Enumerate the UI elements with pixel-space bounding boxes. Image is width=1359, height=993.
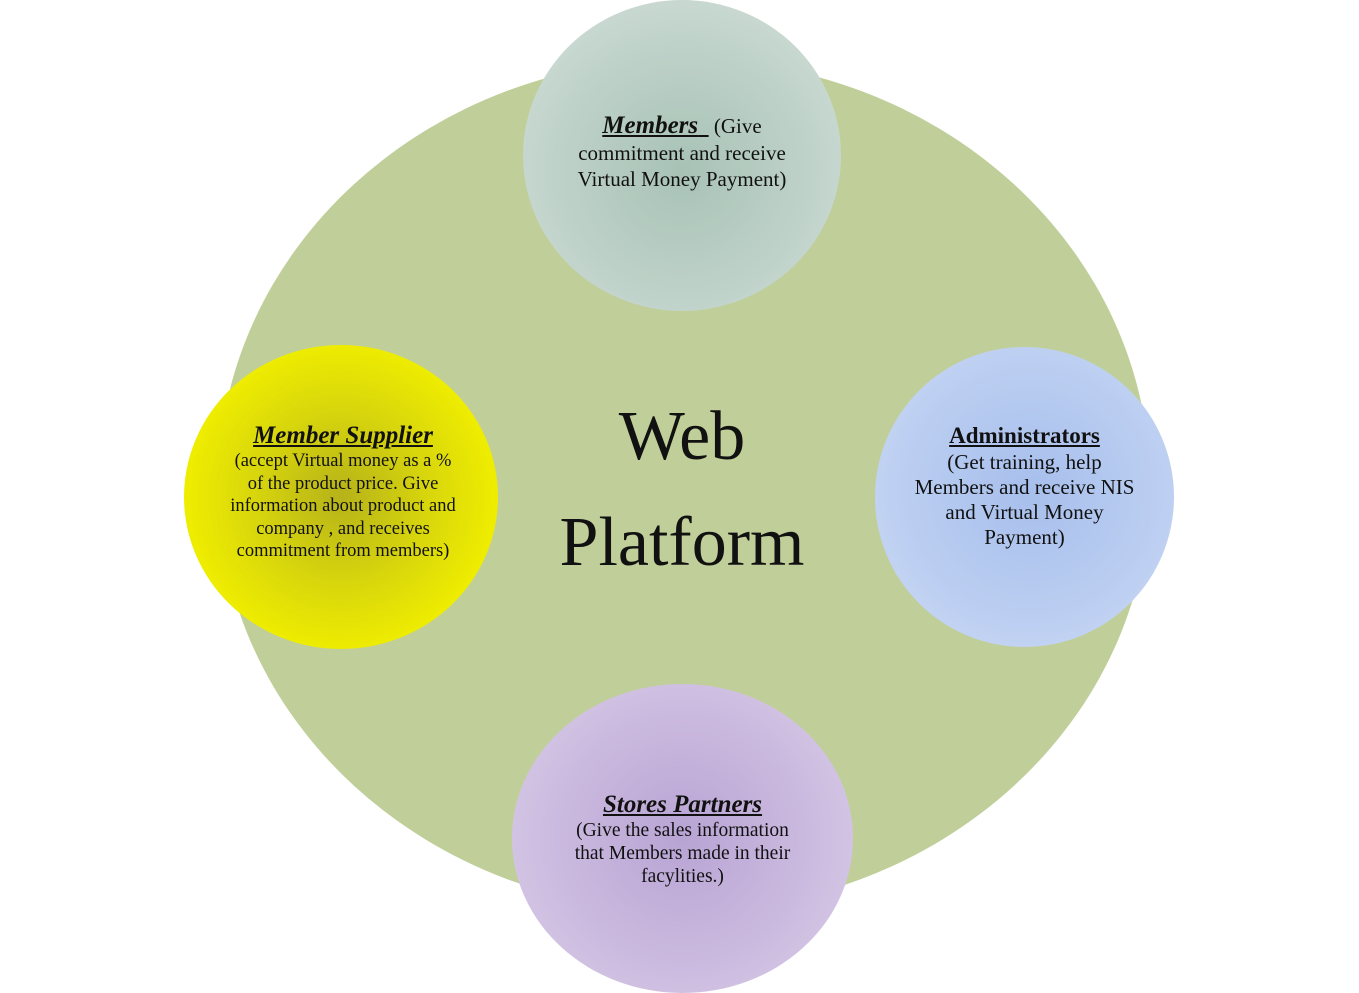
member-supplier-title: Member Supplier: [253, 422, 433, 450]
member-supplier-description: (accept Virtual money as a % of the prod…: [230, 451, 456, 562]
stores-partners-text: Stores Partners (Give the sales informat…: [570, 790, 795, 888]
stores-partners-title: Stores Partners: [602, 790, 763, 818]
stores-partners-node: Stores Partners (Give the sales informat…: [512, 684, 853, 993]
members-description: (Give commitment and receive Virtual Mon…: [577, 113, 787, 191]
web-platform-label-line2: Platform: [559, 504, 805, 581]
members-node: Members (Give commitment and receive Vir…: [523, 0, 841, 311]
web-platform-label-line1: Web: [618, 398, 746, 475]
members-text: Members (Give commitment and receive Vir…: [573, 112, 791, 192]
member-supplier-text: Member Supplier (accept Virtual money as…: [228, 421, 458, 563]
members-title: Members: [602, 111, 699, 139]
administrators-text: Administrators (Get training, help Membe…: [911, 421, 1138, 550]
web-platform-label: Web Platform: [492, 384, 872, 596]
member-supplier-node: Member Supplier (accept Virtual money as…: [184, 345, 498, 649]
administrators-description: (Get training, help Members and receive …: [914, 449, 1135, 549]
administrators-node: Administrators (Get training, help Membe…: [875, 347, 1174, 647]
administrators-title: Administrators: [949, 422, 1100, 448]
stores-partners-description: (Give the sales information that Members…: [574, 819, 791, 887]
